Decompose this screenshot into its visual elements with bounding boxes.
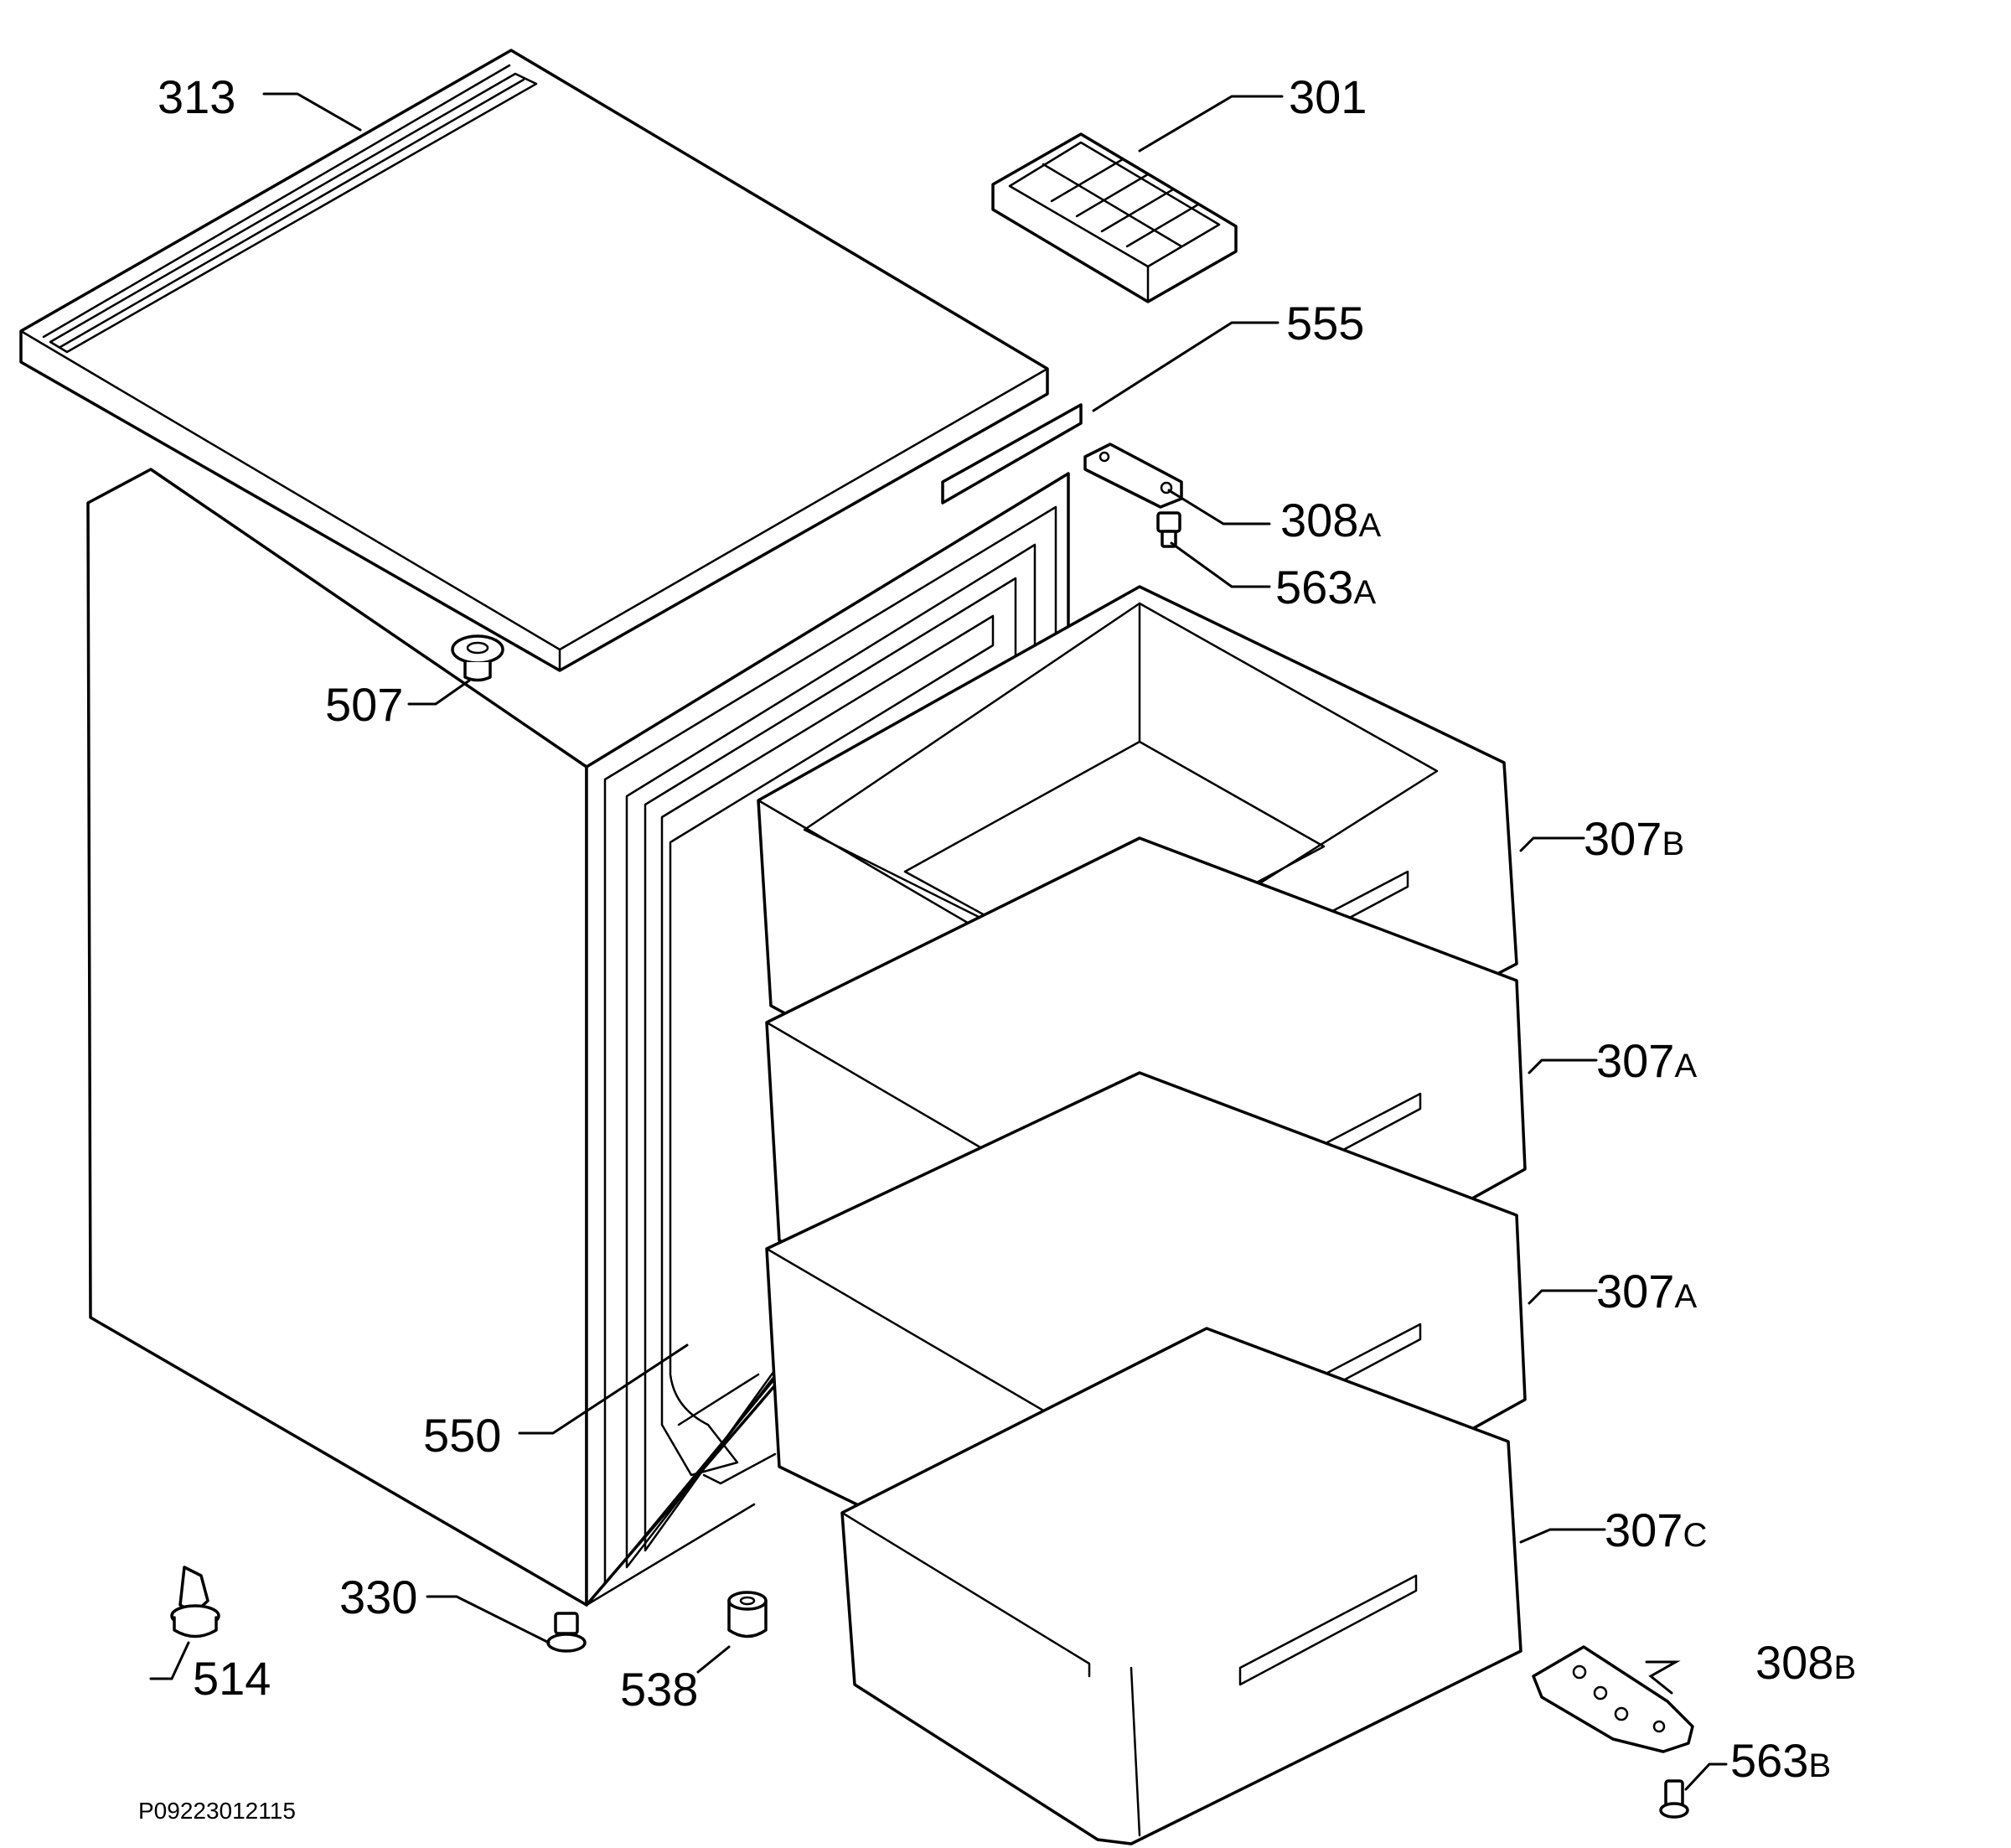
label-308a: 308A: [1280, 494, 1381, 546]
lower-hinge: [1532, 1645, 1694, 1753]
label-307c-number: 307: [1605, 1504, 1683, 1556]
upper-hinge: [1083, 443, 1183, 509]
door-gasket: [660, 614, 995, 1485]
label-307a-2-suffix: A: [1674, 1278, 1697, 1315]
drawer-307c: [840, 1327, 1522, 1845]
label-307b-number: 307: [1584, 812, 1662, 865]
label-308b-number: 308: [1755, 1636, 1833, 1689]
lower-hinge-screw: [1659, 1779, 1689, 1819]
adjustable-foot-330: [546, 1612, 587, 1653]
label-307c: 307C: [1605, 1504, 1707, 1556]
leader-lines: [149, 92, 1728, 1791]
clip-514: [170, 1566, 220, 1638]
label-514: 514: [193, 1652, 271, 1705]
label-308b-suffix: B: [1833, 1649, 1856, 1686]
label-563b-number: 563: [1730, 1734, 1808, 1787]
label-307a-1: 307A: [1596, 1034, 1697, 1087]
part-labels: 313 301 555 308A 563A 507 307B 307A 307A…: [158, 70, 1856, 1787]
label-307a-2: 307A: [1596, 1265, 1697, 1317]
cover-strip: [941, 403, 1083, 505]
worktop-lid: [19, 49, 1049, 672]
adjustable-foot-top: [451, 634, 504, 682]
label-301: 301: [1289, 70, 1367, 123]
spacer-538: [727, 1591, 768, 1638]
label-307a-2-number: 307: [1596, 1265, 1674, 1317]
label-307b: 307B: [1584, 812, 1684, 865]
ice-cube-tray: [991, 132, 1238, 303]
label-538: 538: [620, 1663, 698, 1716]
label-563b-suffix: B: [1808, 1747, 1831, 1784]
label-308b: 308B: [1755, 1636, 1856, 1689]
diagram-code: P09223012115: [138, 1798, 296, 1824]
label-313: 313: [158, 70, 235, 123]
label-330: 330: [339, 1571, 417, 1623]
label-563a: 563A: [1275, 561, 1376, 613]
label-563b: 563B: [1730, 1734, 1831, 1787]
label-307b-suffix: B: [1662, 826, 1684, 862]
label-307a-1-suffix: A: [1674, 1048, 1697, 1084]
label-307c-suffix: C: [1683, 1517, 1707, 1554]
label-563a-number: 563: [1275, 561, 1353, 613]
label-550: 550: [423, 1409, 501, 1462]
label-555: 555: [1286, 297, 1364, 349]
label-308a-suffix: A: [1358, 507, 1381, 544]
label-308a-number: 308: [1280, 494, 1358, 546]
label-507: 507: [325, 678, 403, 731]
upper-hinge-screw: [1156, 511, 1181, 548]
label-563a-suffix: A: [1353, 574, 1376, 611]
label-307a-1-number: 307: [1596, 1034, 1674, 1087]
